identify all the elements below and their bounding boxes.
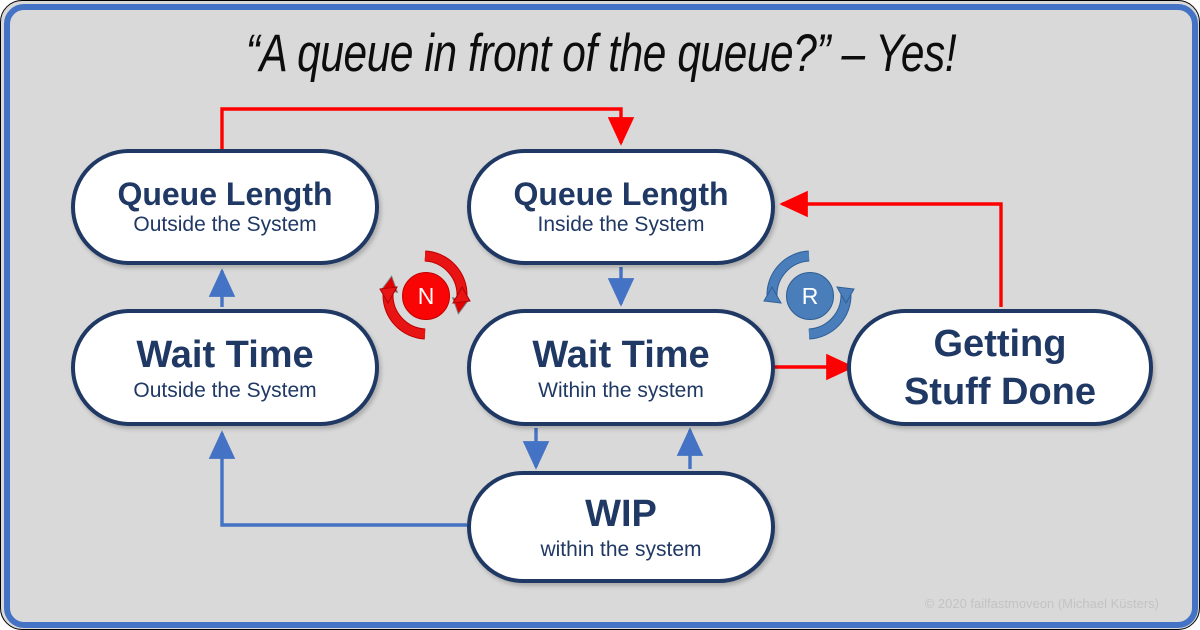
copyright-notice: © 2020 failfastmoveon (Michael Küsters) [924, 596, 1159, 611]
node-title: WIP [585, 493, 657, 535]
connector-getting-stuff-done-to-ql-inside [779, 190, 1003, 307]
node-getting-stuff-done[interactable]: Getting Stuff Done [847, 309, 1153, 426]
circular-arrows-icon [763, 250, 855, 340]
feedback-loop-r: R [763, 249, 855, 341]
node-subtitle: Inside the System [537, 213, 705, 236]
node-subtitle: within the system [540, 538, 702, 561]
node-queue-length-outside[interactable]: Queue Length Outside the System [71, 149, 379, 265]
loop-label-r: R [786, 272, 834, 320]
node-subtitle: Within the system [538, 378, 704, 402]
node-title: Wait Time [532, 333, 710, 376]
node-subtitle: Outside the System [133, 213, 317, 236]
feedback-loop-n: N [379, 249, 471, 341]
connector-wip-to-wt-outside [208, 430, 467, 527]
node-wip[interactable]: WIP within the system [467, 471, 775, 583]
connector-ql-outside-to-ql-inside [220, 107, 635, 151]
node-title-line1: Getting [933, 322, 1067, 365]
page-title: “A queue in front of the queue?” – Yes! [245, 24, 957, 83]
node-wait-time-within[interactable]: Wait Time Within the system [467, 309, 775, 426]
node-title-line2: Stuff Done [903, 370, 1097, 413]
loop-label-n: N [402, 272, 450, 320]
node-wait-time-outside[interactable]: Wait Time Outside the System [71, 309, 379, 426]
node-title: Wait Time [136, 333, 314, 376]
node-queue-length-inside[interactable]: Queue Length Inside the System [467, 149, 775, 265]
circular-arrows-icon [379, 250, 471, 340]
node-subtitle: Outside the System [133, 378, 317, 402]
node-title: Queue Length [117, 176, 333, 212]
node-title: Queue Length [513, 176, 729, 212]
